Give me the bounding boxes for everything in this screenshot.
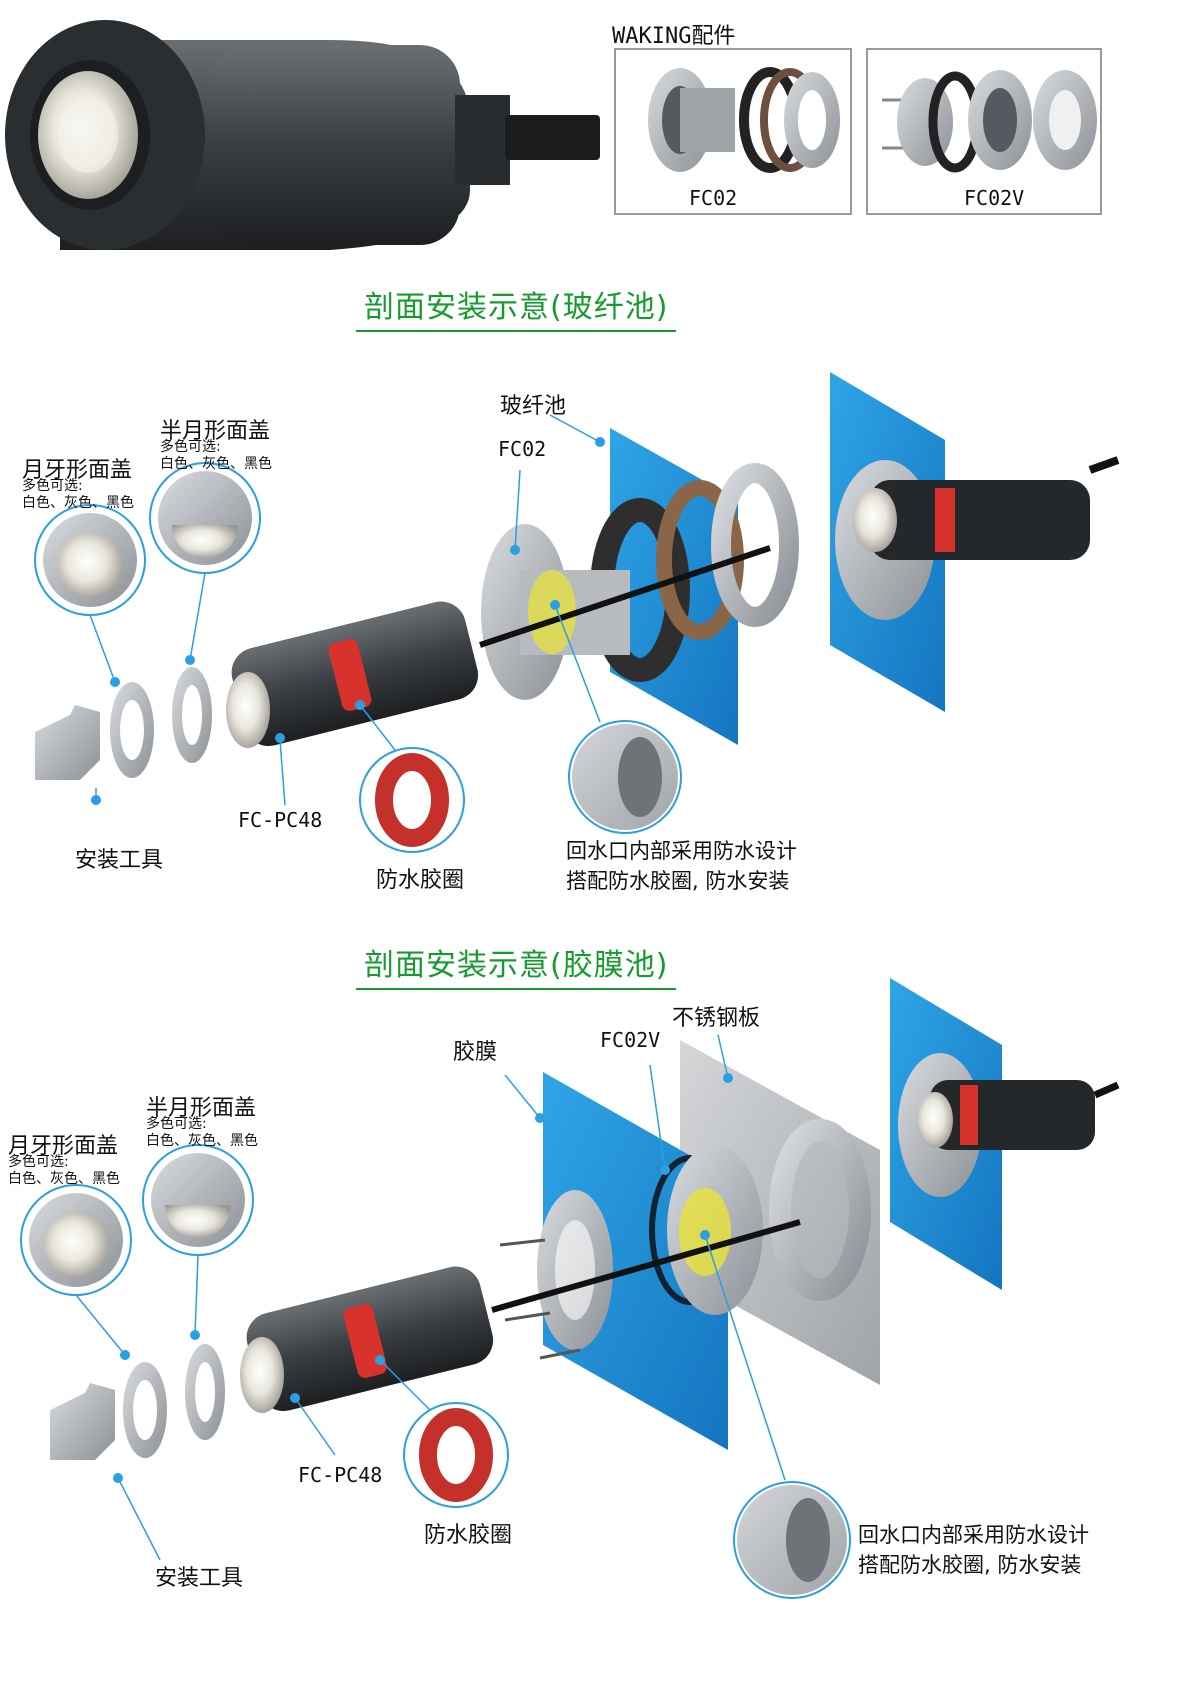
section1-light-model: FC-PC48 [238,808,323,832]
section1-crescent-options-label: 多色可选: [22,478,83,494]
section1-assembled-image [830,372,1120,712]
section2-ring-circle [403,1402,509,1508]
product-light-image [5,20,600,250]
section2-ring-label: 防水胶圈 [424,1523,513,1548]
section1-title: 剖面安装示意(玻纤池) [356,282,677,332]
section1-leader-lines [89,414,601,806]
section2-assembled-image [890,978,1120,1290]
accessories-heading: WAKING配件 [612,24,736,49]
section1-halfmoon-options-label: 多色可选: [160,439,221,455]
fc02-label: FC02 [689,186,738,210]
section1-fitting-label: FC02 [498,437,547,461]
section1-light-body [226,601,479,748]
section2-note-line2: 搭配防水胶圈, 防水安装 [858,1553,1082,1577]
section2-halfmoon-cover-name: 半月形面盖 [146,1096,257,1121]
section2-note-line1: 回水口内部采用防水设计 [858,1523,1089,1547]
fc02-accessory-box: FC02 [614,48,852,215]
section2-halfmoon-options: 白色、灰色、黑色 [146,1133,258,1149]
section2-thread-circle [733,1481,851,1599]
section2-leader-lines [75,1034,786,1561]
section1-ring-label: 防水胶圈 [376,868,465,893]
section2-light-model: FC-PC48 [298,1463,383,1487]
section1-halfmoon-options: 白色、灰色、黑色 [160,456,272,472]
section1-note-line2: 搭配防水胶圈, 防水安装 [566,869,790,893]
section2-crescent-options: 白色、灰色、黑色 [8,1171,120,1187]
membrane-panel [543,1072,728,1450]
section2-covers-tool [50,1344,225,1460]
section2-crescent-cover-name: 月牙形面盖 [8,1134,119,1159]
section2-membrane-label: 胶膜 [453,1040,498,1065]
section2-crescent-options-label: 多色可选: [8,1154,69,1170]
fc02v-accessory-box: FC02V [866,48,1102,215]
section1-halfmoon-cover-name: 半月形面盖 [160,419,271,444]
fc02v-accessory-image [882,70,1097,173]
section1-exploded-parts [479,463,799,700]
section2-title: 剖面安装示意(胶膜池) [356,940,677,990]
section2-halfmoon-options-label: 多色可选: [146,1116,207,1132]
section1-pool-label: 玻纤池 [500,394,567,419]
section2-light-body [240,1266,494,1413]
section1-covers-tool [35,667,212,780]
section2-fitting-label: FC02V [600,1028,661,1052]
section2-tool-label: 安装工具 [155,1566,244,1591]
fc02v-label: FC02V [964,186,1025,210]
section1-ring-circle [359,747,465,853]
fc02-accessory-image [648,67,840,173]
section1-crescent-cover-name: 月牙形面盖 [22,458,133,483]
section1-note-line1: 回水口内部采用防水设计 [566,839,797,863]
section2-exploded-parts [491,1119,871,1360]
section1-crescent-options: 白色、灰色、黑色 [22,495,134,511]
section2-leader-dots [113,1073,733,1483]
section2-steel-plate-label: 不锈钢板 [672,1006,761,1031]
section1-tool-label: 安装工具 [75,848,164,873]
section1-leader-dots [91,437,605,805]
section1-thread-circle [568,720,682,834]
